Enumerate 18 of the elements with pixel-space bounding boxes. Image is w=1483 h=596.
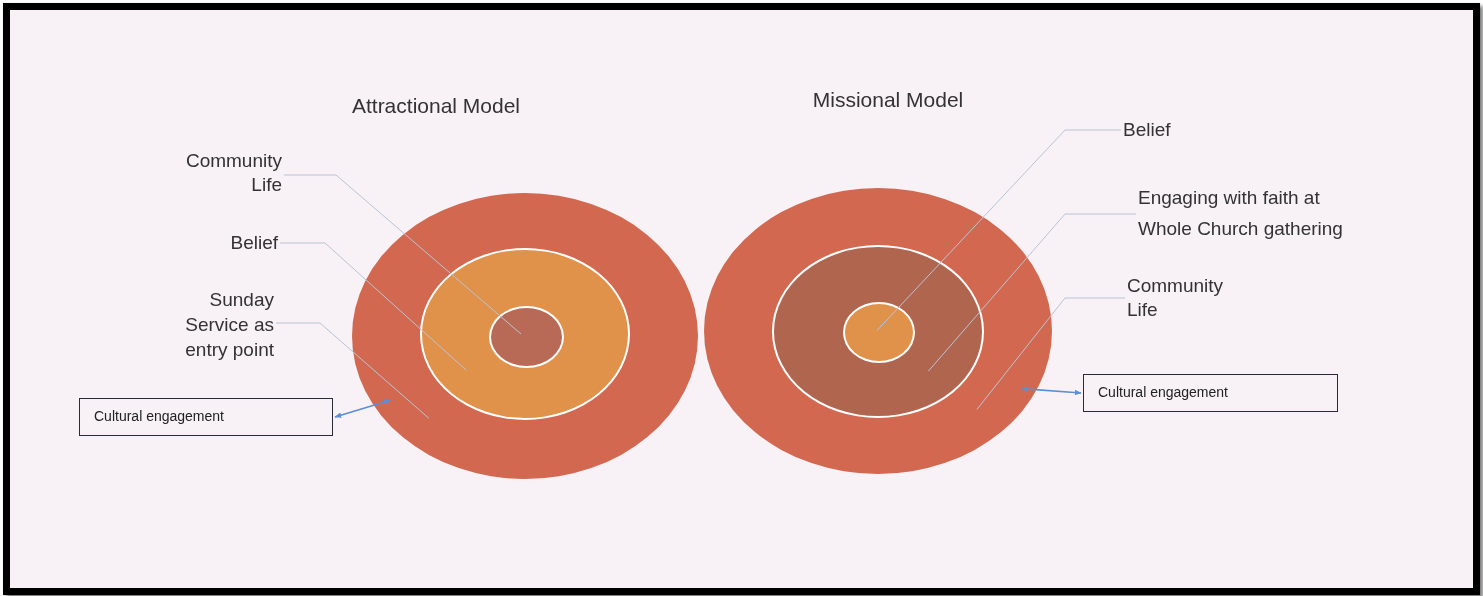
text-box: Cultural engagement — [79, 398, 333, 436]
ring-label: Community Life — [170, 149, 282, 197]
leader-line — [876, 129, 1122, 331]
ring-label: Engaging with faith at Whole Church gathering — [1138, 182, 1374, 244]
ring-label: Belief — [168, 231, 278, 255]
ring-label: Community Life — [1127, 274, 1249, 322]
arrow — [334, 399, 391, 418]
text-box: Cultural engagement — [1083, 374, 1338, 412]
ring-label: Belief — [1123, 118, 1203, 142]
leader-line — [927, 213, 1137, 372]
leader-line — [283, 174, 522, 335]
leader-line — [275, 322, 430, 419]
model-title: Missional Model — [812, 88, 964, 112]
ring-label: Sunday Service as entry point — [160, 287, 274, 362]
leader-line — [279, 242, 467, 371]
model-title: Attractional Model — [351, 94, 521, 118]
arrow — [1021, 386, 1082, 396]
leader-line — [976, 297, 1126, 410]
